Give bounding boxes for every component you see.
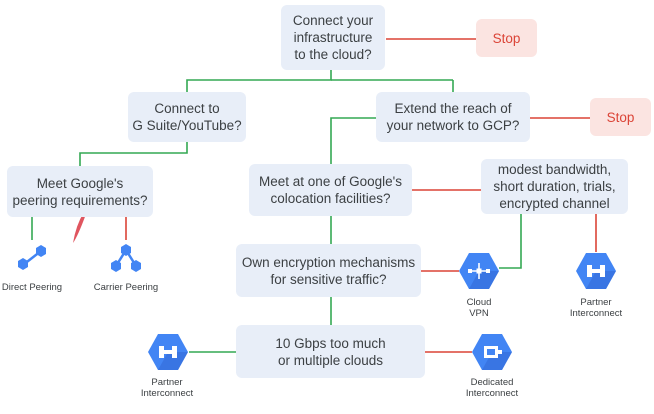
connector-gsuite-to-peering [79, 142, 188, 166]
connector-modest-to-vpn [499, 214, 522, 269]
node-colocation: Meet at one of Google's colocation facil… [249, 164, 412, 216]
partner-interconnect-icon [576, 253, 616, 289]
connector-root-to-children [186, 70, 332, 92]
red-brush-mark [73, 212, 86, 243]
node-10gbps: 10 Gbps too much or multiple clouds [236, 325, 425, 378]
carrier-peering-icon [111, 244, 141, 272]
peering-icon [18, 245, 46, 270]
node-extend-reach: Extend the reach of your network to GCP? [376, 92, 530, 142]
node-modest-bandwidth: modest bandwidth, short duration, trials… [481, 159, 628, 214]
partner-interconnect-icon-left [148, 334, 188, 370]
caption-partner-interconnect-right: Partner Interconnect [569, 297, 623, 319]
dedicated-interconnect-icon [472, 334, 512, 370]
caption-direct-peering: Direct Peering [1, 282, 63, 293]
caption-dedicated-interconnect: Dedicated Interconnect [465, 377, 519, 399]
stop-node-right: Stop [590, 98, 651, 136]
node-connect-infrastructure: Connect your infrastructure to the cloud… [281, 5, 385, 70]
cloud-vpn-icon [459, 253, 499, 289]
connector-extend-to-colocation [330, 117, 376, 164]
caption-cloud-vpn: Cloud VPN [466, 297, 492, 319]
caption-partner-interconnect-left: Partner Interconnect [140, 377, 194, 399]
stop-node-top: Stop [476, 19, 537, 57]
node-peering-requirements: Meet Google's peering requirements? [7, 166, 153, 217]
node-connect-gsuite: Connect to G Suite/YouTube? [128, 92, 246, 142]
caption-carrier-peering: Carrier Peering [93, 282, 159, 293]
node-own-encryption: Own encryption mechanisms for sensitive … [236, 244, 421, 297]
